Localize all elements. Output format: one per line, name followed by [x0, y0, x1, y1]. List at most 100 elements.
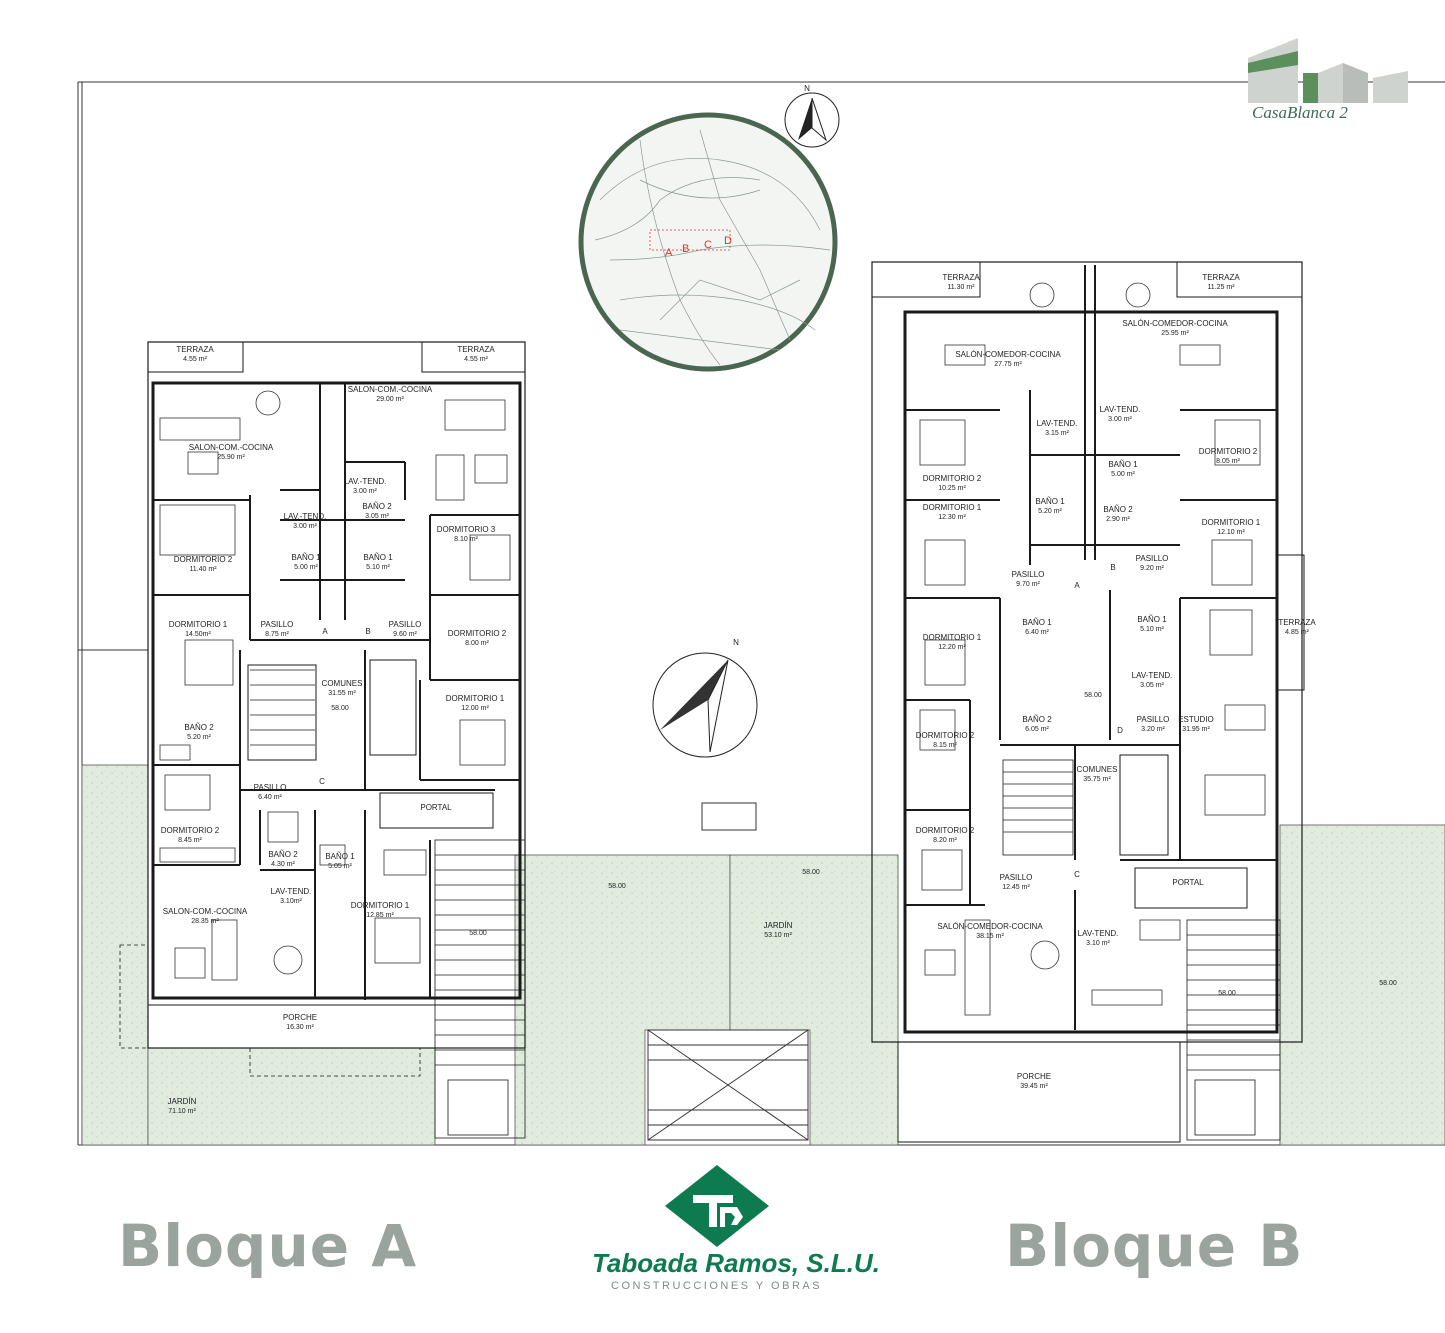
room-area: 31.55 m²: [328, 690, 356, 697]
garden-name: JARDÍN: [764, 921, 793, 930]
room-name: LAV-TEND.: [271, 887, 312, 896]
room-area: 25.90 m²: [217, 454, 245, 461]
room-name: DORMITORIO 1: [446, 694, 505, 703]
door-label: B: [1110, 563, 1115, 572]
room-area: 8.15 m²: [933, 742, 957, 749]
room-name: LAV-TEND.: [1078, 929, 1119, 938]
room-name: PORTAL: [1172, 878, 1204, 887]
door-label: D: [1117, 726, 1123, 735]
room-area: 25.95 m²: [1161, 330, 1189, 337]
room-area: 8.00 m²: [465, 640, 489, 647]
room-name: PASILLO: [254, 783, 287, 792]
block-b-title: Bloque B: [1005, 1212, 1304, 1280]
room-name: BAÑO 2: [184, 723, 214, 732]
box-outline: [701, 802, 757, 831]
room-name: DORMITORIO 2: [923, 474, 982, 483]
room-name: PASILLO: [1012, 570, 1045, 579]
room-name: LAV.-TEND.: [344, 477, 387, 486]
taboada-ramos-logo-icon: [665, 1165, 769, 1247]
room-name: DORMITORIO 3: [437, 525, 496, 534]
room-area: 31.95 m²: [1182, 726, 1210, 733]
room-name: DORMITORIO 2: [916, 826, 975, 835]
room-area: 12.00 m²: [461, 705, 489, 712]
north-label: N: [804, 84, 810, 93]
room-area: 71.10 m²: [168, 1108, 196, 1115]
room-area: 3.10 m²: [1086, 940, 1110, 947]
room-area: 6.05 m²: [1025, 726, 1049, 733]
room-area: 4.30 m²: [271, 861, 295, 868]
room-name: BAÑO 1: [325, 852, 355, 861]
room-area: 5.20 m²: [187, 734, 211, 741]
room-name: PASILLO: [261, 620, 294, 629]
room-name: SALÓN-COMEDOR-COCINA: [1122, 319, 1228, 328]
room-area: 5.05 m²: [328, 863, 352, 870]
room-name: ESTUDIO: [1178, 715, 1214, 724]
site-map: [578, 112, 838, 372]
room-area: 5.10 m²: [366, 564, 390, 571]
site-block-label: B: [682, 243, 689, 255]
room-name: PORTAL: [420, 803, 452, 812]
room-name: BAÑO 2: [362, 502, 392, 511]
room-name: SALON-COM.-COCINA: [163, 907, 248, 916]
room-area: 39.45 m²: [1020, 1083, 1048, 1090]
compass-small: [784, 92, 840, 148]
room-area: 8.45 m²: [178, 837, 202, 844]
casablanca-brand: CasaBlanca 2: [1252, 103, 1348, 122]
room-area: 9.70 m²: [1016, 581, 1040, 588]
room-area: 16.30 m²: [286, 1024, 314, 1031]
room-name: PASILLO: [389, 620, 422, 629]
garden-areas: [81, 764, 1445, 1146]
room-area: 9.20 m²: [1140, 565, 1164, 572]
room-name: BAÑO 1: [1022, 618, 1052, 627]
level-marker: 58.00: [331, 705, 349, 712]
room-area: 38.15 m²: [976, 933, 1004, 940]
room-name: PORCHE: [1017, 1072, 1051, 1081]
block-b-stairs: [1002, 759, 1281, 1141]
room-area: 28.35 m²: [191, 918, 219, 925]
room-name: LAV-TEND.: [1132, 671, 1173, 680]
room-name: SALÓN-COMEDOR-COCINA: [955, 350, 1061, 359]
room-name: DORMITORIO 2: [174, 555, 233, 564]
room-name: DORMITORIO 2: [448, 629, 507, 638]
room-area: 8.20 m²: [933, 837, 957, 844]
garden-area: 53.10 m²: [764, 932, 792, 939]
room-area: 12.10 m²: [1217, 529, 1245, 536]
room-area: 3.00 m²: [353, 488, 377, 495]
block-b-walls: [871, 261, 1305, 1143]
room-name: LAV.-TEND.: [284, 512, 327, 521]
room-area: 4.85 m²: [1285, 629, 1309, 636]
room-area: 5.00 m²: [1111, 471, 1135, 478]
block-a-stairs: [250, 669, 526, 1139]
room-name: SALÓN-COMEDOR-COCINA: [937, 922, 1043, 931]
room-area: 11.25 m²: [1207, 284, 1235, 291]
room-name: SALON-COM.-COCINA: [348, 385, 433, 394]
block-b-furniture: [919, 282, 1266, 1016]
room-area: 10.25 m²: [938, 485, 966, 492]
door-label: C: [319, 777, 325, 786]
room-name: TERRAZA: [457, 345, 495, 354]
room-name: BAÑO 2: [1103, 505, 1133, 514]
room-area: 3.00 m²: [293, 523, 317, 530]
room-area: 12.85 m²: [366, 912, 394, 919]
room-name: BAÑO 1: [1035, 497, 1065, 506]
room-area: 3.05 m²: [1140, 682, 1164, 689]
door-label: B: [365, 627, 370, 636]
compass-large: [652, 652, 758, 758]
room-name: DORMITORIO 1: [351, 901, 410, 910]
door-label: A: [322, 627, 328, 636]
room-area: 14.50m²: [185, 631, 211, 638]
room-name: TERRAZA: [1278, 618, 1316, 627]
room-name: TERRAZA: [1202, 273, 1240, 282]
door-label: A: [1074, 581, 1080, 590]
level-marker: 58.00: [1084, 692, 1102, 699]
pergola: [647, 1029, 809, 1141]
level-marker: 58.00: [802, 869, 820, 876]
room-area: 11.40 m²: [189, 566, 217, 573]
room-name: LAV-TEND.: [1037, 419, 1078, 428]
room-area: 3.15 m²: [1045, 430, 1069, 437]
casablanca-logo-icon: [1248, 38, 1408, 103]
room-name: COMUNES: [1077, 765, 1118, 774]
room-area: 9.60 m²: [393, 631, 417, 638]
room-area: 3.10m²: [280, 898, 302, 905]
